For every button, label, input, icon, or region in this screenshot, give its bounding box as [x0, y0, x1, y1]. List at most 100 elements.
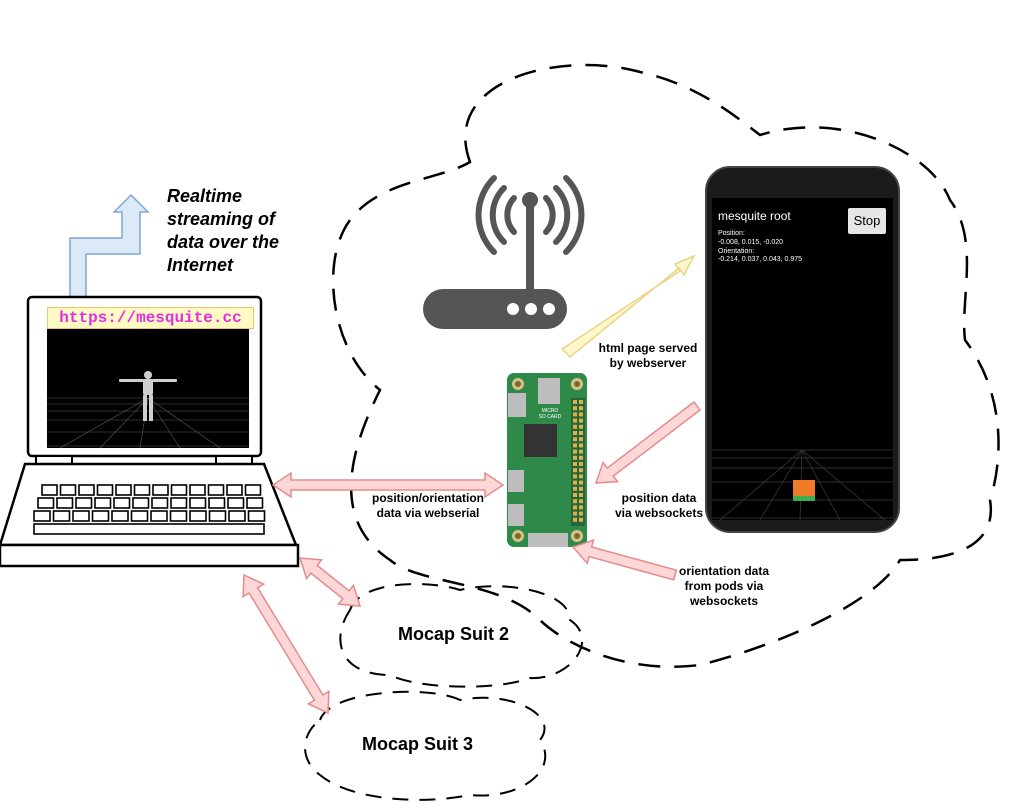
keyboard-key — [208, 497, 226, 509]
mocap-suit-3-cloud — [304, 690, 547, 801]
keyboard-key — [170, 497, 188, 509]
gpio-pin — [579, 486, 583, 491]
gpio-pin — [573, 437, 577, 442]
keyboard-key — [59, 484, 77, 496]
gpio-pin — [579, 400, 583, 404]
keyboard-key — [244, 484, 262, 496]
gpio-pin — [573, 424, 577, 429]
keyboard-key — [150, 510, 168, 522]
gpio-pin — [579, 437, 583, 442]
position-data-label: position data via websockets — [604, 491, 714, 521]
pi-board-text-1: MICRO — [542, 408, 559, 414]
gpio-pin — [579, 443, 583, 448]
html-page-line-2: by webserver — [609, 356, 687, 370]
gpio-pin — [579, 431, 583, 435]
orientation-data-arrow — [571, 539, 678, 581]
url-bar[interactable]: https://mesquite.cc — [47, 307, 254, 329]
orientation-data-line-1: orientation data — [678, 564, 769, 578]
laptop — [0, 295, 300, 568]
avatar-figure — [119, 371, 177, 421]
position-data-line-1: position data — [621, 491, 697, 505]
keyboard-key — [189, 484, 206, 496]
gpio-pin — [579, 517, 583, 522]
webserial-line-1: position/orientation — [372, 491, 484, 505]
html-page-line-1: html page served — [598, 341, 698, 355]
suit-2-link-arrow — [298, 557, 362, 607]
keyboard-key — [247, 510, 266, 522]
keyboard-key — [227, 497, 245, 509]
keyboard-key — [111, 510, 129, 522]
position-data-line-2: via websockets — [614, 506, 704, 520]
gpio-pin — [579, 468, 583, 473]
streaming-label: Realtime streaming of data over the Inte… — [167, 185, 327, 277]
mocap-suit-2-cloud — [339, 583, 584, 688]
gpio-pin — [573, 517, 577, 522]
gpio-pin — [579, 505, 583, 510]
keyboard-key — [78, 484, 95, 496]
keyboard-key — [207, 484, 225, 496]
gpio-pin — [573, 449, 577, 454]
streaming-line-4: Internet — [167, 255, 234, 275]
gpio-pin — [573, 455, 577, 460]
keyboard-key — [37, 497, 55, 509]
webserial-line-2: data via webserial — [376, 506, 480, 520]
streaming-line-3: data over the — [167, 232, 280, 252]
gpio-pin — [579, 480, 583, 485]
stop-button[interactable]: Stop — [848, 208, 886, 234]
suit-3-link-arrow — [242, 573, 330, 715]
gpio-pin — [573, 499, 577, 504]
mocap-suit-3-label: Mocap Suit 3 — [362, 734, 474, 754]
gpio-pin — [573, 462, 577, 466]
orientation-data-line-3: websockets — [689, 594, 759, 608]
pi-board-text-2: SD CARD — [539, 414, 562, 420]
orientation-data-label: orientation data from pods via websocket… — [668, 564, 780, 609]
html-served-arrow — [560, 254, 696, 359]
phone-orientation-label: Orientation: — [718, 248, 755, 255]
gpio-pin — [579, 449, 583, 454]
gpio-pin — [573, 400, 577, 404]
gpio-pin — [579, 412, 583, 417]
gpio-pin — [573, 468, 577, 473]
phone-position-label: Position: — [718, 230, 745, 237]
gpio-pin — [573, 486, 577, 491]
mocap-suit-2-label: Mocap Suit 2 — [398, 624, 510, 644]
gpio-pin — [573, 443, 577, 448]
keyboard-key — [52, 510, 71, 522]
gpio-pin — [573, 493, 577, 497]
keyboard-key — [132, 497, 150, 509]
streaming-line-2: streaming of — [167, 209, 276, 229]
keyboard-key — [169, 510, 188, 522]
wifi-router-icon — [423, 175, 585, 329]
keyboard-key — [91, 510, 110, 522]
gpio-pin — [573, 431, 577, 435]
gpio-header — [573, 400, 583, 522]
raspberry-pi-board: MICRO SD CARD — [507, 373, 587, 547]
gpio-pin — [579, 511, 583, 516]
gpio-pin — [573, 505, 577, 510]
keyboard-key — [115, 484, 132, 496]
keyboard-key — [33, 510, 51, 522]
keyboard-key — [189, 497, 207, 509]
webserial-label: position/orientation data via webserial — [360, 491, 496, 521]
gpio-pin — [579, 499, 583, 504]
keyboard-key — [96, 484, 114, 496]
keyboard-key — [228, 510, 246, 522]
position-data-arrow — [594, 400, 702, 484]
phone-position-value: -0.008, 0.015, -0.020 — [718, 239, 783, 246]
gpio-pin — [573, 511, 577, 516]
gpio-pin — [579, 474, 583, 479]
laptop-keyboard — [33, 484, 266, 535]
gpio-pin — [573, 406, 577, 411]
streaming-line-1: Realtime — [167, 186, 243, 206]
keyboard-key — [208, 510, 227, 522]
webserial-arrow — [271, 471, 505, 499]
keyboard-key — [133, 484, 151, 496]
keyboard-key — [226, 484, 243, 496]
gpio-pin — [573, 474, 577, 479]
keyboard-key — [94, 497, 112, 509]
gpio-pin — [579, 462, 583, 466]
gpio-pin — [573, 480, 577, 485]
phone-app-title: mesquite root — [718, 209, 791, 223]
keyboard-key — [152, 484, 169, 496]
smartphone — [705, 166, 900, 533]
